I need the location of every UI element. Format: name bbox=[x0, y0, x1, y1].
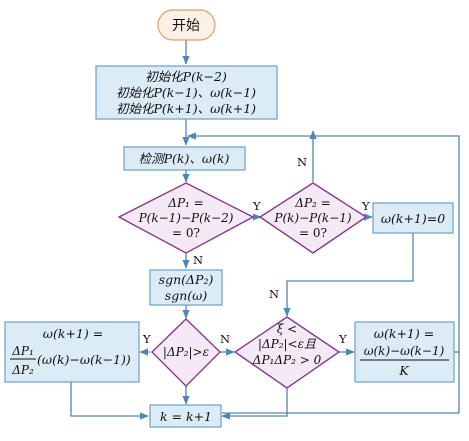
decision2-line1: ΔP₂ = bbox=[294, 196, 330, 210]
label-d1-yes: Y bbox=[252, 199, 261, 213]
decision4-line1: ξ < bbox=[277, 322, 297, 336]
decision2-node: ΔP₂ = P(k)−P(k−1) = 0? bbox=[258, 182, 368, 254]
label-d2-yes: Y bbox=[361, 199, 370, 213]
edge-d4-inc bbox=[221, 388, 288, 420]
omega-zero-node: ω(k+1)=0 bbox=[372, 202, 454, 234]
decision1-node: ΔP₁ = P(k−1)−P(k−2) = 0? bbox=[117, 182, 255, 254]
decision2-line2: P(k)−P(k−1) bbox=[273, 211, 351, 225]
label-d3-no: N bbox=[220, 332, 230, 346]
decision1-line1: ΔP₁ = bbox=[167, 196, 203, 210]
formula-right-node: ω(k+1) = ω(k)−ω(k−1) K bbox=[354, 321, 455, 383]
increment-node: k = k+1 bbox=[149, 404, 222, 428]
edge-labels: Y N Y N N Y N Y bbox=[142, 155, 370, 346]
detect-label: 检测P(k)、ω(k) bbox=[139, 151, 230, 166]
decision1-line2: P(k−1)−P(k−2) bbox=[138, 211, 234, 225]
init-line1: 初始化P(k−2) bbox=[145, 69, 227, 84]
omega-zero-label: ω(k+1)=0 bbox=[381, 211, 445, 226]
formula-right-top: ω(k+1) = bbox=[374, 326, 434, 341]
decision1-line3: = 0? bbox=[172, 226, 200, 240]
increment-label: k = k+1 bbox=[160, 409, 212, 424]
formula-left-num: ΔP₁ bbox=[11, 344, 34, 358]
formula-left-top: ω(k+1) = bbox=[43, 326, 103, 341]
sgn-line2: sgn(ω) bbox=[165, 288, 208, 303]
formula-left-den: ΔP₂ bbox=[11, 363, 34, 377]
label-d2-no: N bbox=[297, 155, 307, 169]
label-omega-no: N bbox=[269, 287, 279, 301]
edge-omega-d4 bbox=[283, 233, 414, 317]
decision4-node: ξ < |ΔP₂|<ε且 ΔP₁ΔP₂ > 0 bbox=[233, 316, 341, 389]
formula-left-node: ω(k+1) = ΔP₁ ΔP₂ (ω(k)−ω(k−1)) bbox=[4, 321, 140, 383]
formula-right-num: ω(k)−ω(k−1) bbox=[364, 344, 445, 358]
sgn-line1: sgn(ΔP₂) bbox=[159, 272, 214, 287]
detect-node: 检测P(k)、ω(k) bbox=[123, 146, 246, 171]
formula-right-den: K bbox=[398, 363, 409, 378]
sgn-node: sgn(ΔP₂) sgn(ω) bbox=[149, 269, 223, 306]
edge-loop-back bbox=[187, 132, 460, 413]
decision2-line3: = 0? bbox=[299, 226, 327, 240]
label-d1-no: N bbox=[193, 253, 203, 267]
decision3-label: |ΔP₂|>ε bbox=[163, 345, 209, 359]
init-line3: 初始化P(k+1)、ω(k+1) bbox=[116, 101, 256, 116]
init-line2: 初始化P(k−1)、ω(k−1) bbox=[116, 85, 256, 100]
start-label: 开始 bbox=[172, 18, 200, 34]
init-node: 初始化P(k−2) 初始化P(k−1)、ω(k−1) 初始化P(k+1)、ω(k… bbox=[95, 65, 278, 120]
label-d3-yes: Y bbox=[142, 332, 151, 346]
decision4-line3: ΔP₁ΔP₂ > 0 bbox=[252, 353, 322, 367]
decision3-node: |ΔP₂|>ε bbox=[151, 318, 221, 387]
edge-leftformula-inc bbox=[70, 382, 149, 420]
label-d4-yes: Y bbox=[338, 332, 347, 346]
decision4-line2: |ΔP₂|<ε且 bbox=[258, 337, 316, 351]
start-node: 开始 bbox=[157, 9, 216, 41]
formula-left-rest: (ω(k)−ω(k−1)) bbox=[37, 352, 131, 367]
